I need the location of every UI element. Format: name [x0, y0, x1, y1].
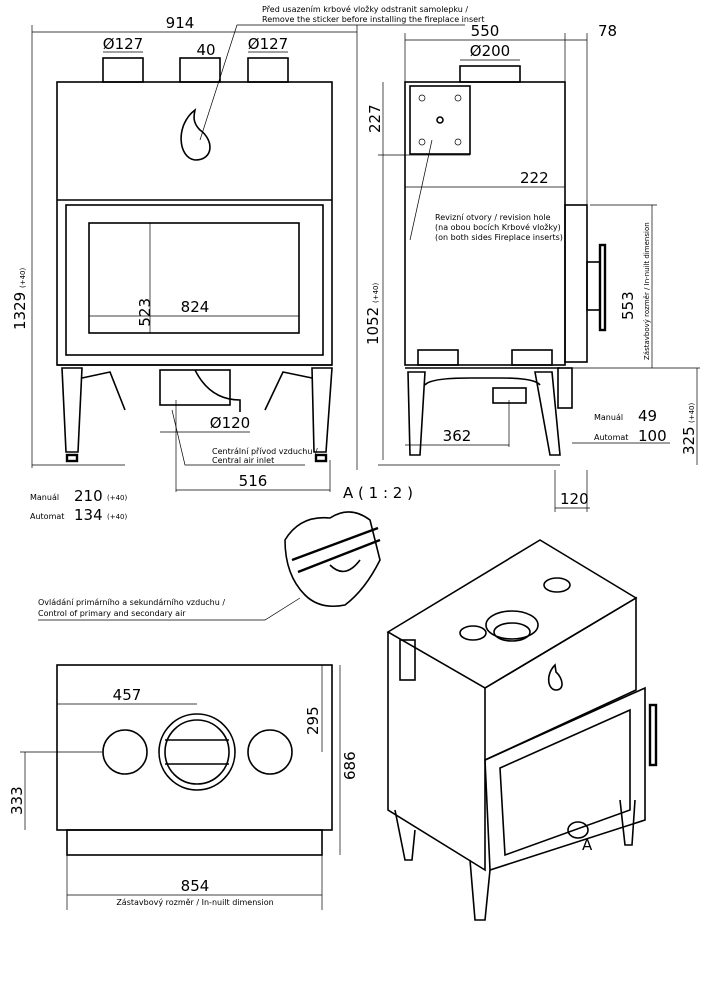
flue-center [179, 57, 221, 83]
svg-text:Manuál: Manuál [594, 413, 623, 422]
dim-width-total: 914 [166, 14, 195, 32]
front-view: 914 Ø127 40 Ø127 1329 (+40) 523 824 Ø120… [11, 14, 358, 524]
dim-top-flue-x: 457 [113, 686, 142, 704]
dim-side-flue-y: 333 [8, 786, 26, 815]
iso-top [386, 539, 638, 689]
dim-top-depth: 686 [341, 751, 359, 780]
flue-left [102, 57, 144, 83]
svg-text:(+40): (+40) [372, 282, 380, 303]
dim-top-flue-y: 295 [304, 706, 322, 735]
side-view: 550 78 Ø200 227 222 Revizní otvory / rev… [343, 22, 700, 512]
svg-text:Manuál: Manuál [30, 493, 59, 502]
dim-flue-offset: 40 [196, 41, 215, 59]
dim-flue-right: Ø127 [248, 35, 288, 53]
manual-value: 210 [74, 487, 103, 505]
dim-depth: 550 [471, 22, 500, 40]
door-frame [65, 204, 324, 356]
side-flue [459, 65, 521, 83]
iso-detail-marker: A [582, 836, 593, 854]
svg-text:Remove the sticker before inst: Remove the sticker before installing the… [262, 15, 484, 24]
control-note: Ovládání primárního a sekundárního vzduc… [38, 597, 301, 621]
dim-inbuilt-height: 553 [619, 291, 637, 320]
dim-flue-depth: 222 [520, 169, 549, 187]
svg-text:Automat: Automat [30, 512, 64, 521]
dim-air-inlet: Ø120 [210, 414, 250, 432]
side-automat-value: 100 [638, 427, 667, 445]
dim-flue-left: Ø127 [103, 35, 143, 53]
dim-glass-width: 824 [181, 298, 210, 316]
revision-plate [409, 85, 471, 155]
top-flue-center [158, 713, 236, 791]
glass [88, 222, 300, 334]
dim-door-offset: 78 [598, 22, 617, 40]
svg-text:Control of primary and seconda: Control of primary and secondary air [38, 609, 186, 618]
svg-text:(on both sides Fireplace inser: (on both sides Fireplace inserts) [435, 233, 563, 242]
top-view: 457 295 686 333 854 Zástavbový rozměr / … [8, 664, 359, 910]
svg-text:(na obou bocích Krbové vložky): (na obou bocích Krbové vložky) [435, 222, 561, 232]
dim-bottom-offset: 120 [560, 490, 589, 508]
flue-right [247, 57, 289, 83]
flame-logo-icon [180, 108, 211, 161]
detail-a [284, 511, 381, 608]
dim-leg-span: 516 [239, 472, 268, 490]
svg-text:(+40): (+40) [107, 513, 128, 521]
dim-flue-height: 227 [366, 104, 384, 133]
dim-air-depth: 362 [443, 427, 472, 445]
dim-top-width: 854 [181, 877, 210, 895]
top-flue-right [247, 729, 293, 775]
svg-text:Automat: Automat [594, 433, 628, 442]
svg-text:Ovládání primárního a sekundár: Ovládání primárního a sekundárního vzduc… [38, 598, 225, 607]
isometric-view: A [386, 539, 658, 921]
svg-text:(+40): (+40) [107, 494, 128, 502]
top-flue-left [102, 729, 148, 775]
svg-text:Zástavbový rozměr / In-nuilt d: Zástavbový rozměr / In-nuilt dimension [116, 898, 273, 907]
iso-door [484, 686, 646, 872]
dim-base-height: 325 [680, 426, 698, 455]
svg-text:(+40): (+40) [19, 267, 27, 288]
automat-value: 134 [74, 506, 103, 524]
sticker-note: Před usazením krbové vložky odstranit sa… [199, 4, 484, 141]
svg-text:Před usazením krbové vložky od: Před usazením krbové vložky odstranit sa… [262, 4, 468, 14]
detail-label: A ( 1 : 2 ) [343, 484, 413, 502]
side-manual-value: 49 [638, 407, 657, 425]
dim-height-total: 1329 [11, 292, 29, 330]
svg-text:(+40): (+40) [688, 402, 696, 423]
svg-text:Zástavbový rozměr / In-nuilt d: Zástavbový rozměr / In-nuilt dimension [643, 222, 651, 360]
svg-text:Revizní otvory / revision hole: Revizní otvory / revision hole [435, 213, 551, 222]
dim-side-flue: Ø200 [470, 42, 510, 60]
dim-glass-height: 523 [136, 298, 154, 327]
air-inlet-label-cz: Centrální přívod vzduchu / [212, 447, 318, 456]
dim-body-height: 1052 [364, 307, 382, 345]
air-inlet-label-en: Central air inlet [212, 456, 274, 465]
